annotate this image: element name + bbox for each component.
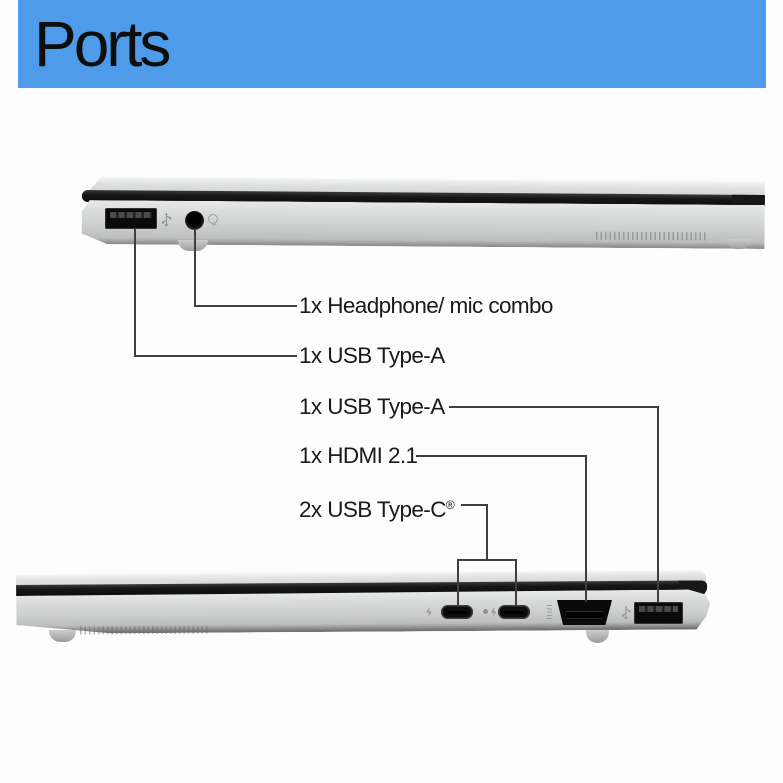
usb-icon <box>160 212 173 227</box>
callout-bracket-usb-c <box>457 559 459 606</box>
callout-label-usb-c: 2x USB Type-C® <box>299 491 455 524</box>
rubber-foot <box>178 240 208 251</box>
callout-line-usb-a-top <box>134 355 297 357</box>
hdmi-slot <box>566 611 603 619</box>
callout-line-usb-a-bottom <box>657 406 659 603</box>
callout-label-hdmi: 1x HDMI 2.1 <box>299 443 418 468</box>
header-bar: Ports <box>18 0 766 88</box>
hdmi-port <box>557 600 612 625</box>
hdmi-micro-label <box>547 605 552 619</box>
usb-c-icon <box>423 606 435 618</box>
vent-grille <box>595 231 709 241</box>
callout-line-usb-a-bottom <box>449 406 659 408</box>
charging-led <box>483 609 488 614</box>
callout-line-hdmi <box>585 455 587 602</box>
callout-label-headphone-mic: 1x Headphone/ mic combo <box>299 293 553 318</box>
vent-grille <box>79 625 209 635</box>
callout-line-hdmi <box>416 455 587 457</box>
usb-c-port <box>498 605 530 619</box>
callout-label-usb-c-text: 2x USB Type-C <box>299 497 446 522</box>
usb-a-port <box>634 602 683 624</box>
usb-a-pins <box>110 212 152 218</box>
usb-c-icon <box>489 606 498 618</box>
usb-a-pins <box>639 606 678 612</box>
usb-c-port <box>441 605 473 619</box>
callout-line-headphone <box>194 229 196 306</box>
page-title: Ports <box>34 8 171 80</box>
callout-line-headphone <box>194 305 297 307</box>
rubber-foot <box>49 630 76 642</box>
callout-label-usb-a-left: 1x USB Type-A <box>299 343 445 368</box>
callout-bracket-usb-c <box>515 559 517 606</box>
headphone-jack-port <box>185 211 204 230</box>
headphone-icon <box>207 213 220 226</box>
callout-line-usb-a-top <box>134 228 136 356</box>
registered-trademark-symbol: ® <box>445 498 455 512</box>
usb-c-slot <box>447 610 467 614</box>
usb-a-port <box>105 208 157 229</box>
callout-line-usb-c <box>461 504 488 506</box>
usb-c-slot <box>504 610 524 614</box>
callout-label-usb-a-right: 1x USB Type-A <box>299 394 445 419</box>
callout-bracket-usb-c <box>457 559 517 561</box>
rubber-foot <box>586 630 609 643</box>
rubber-foot <box>727 239 751 249</box>
callout-line-usb-c <box>486 504 488 561</box>
usb-icon <box>620 605 632 620</box>
